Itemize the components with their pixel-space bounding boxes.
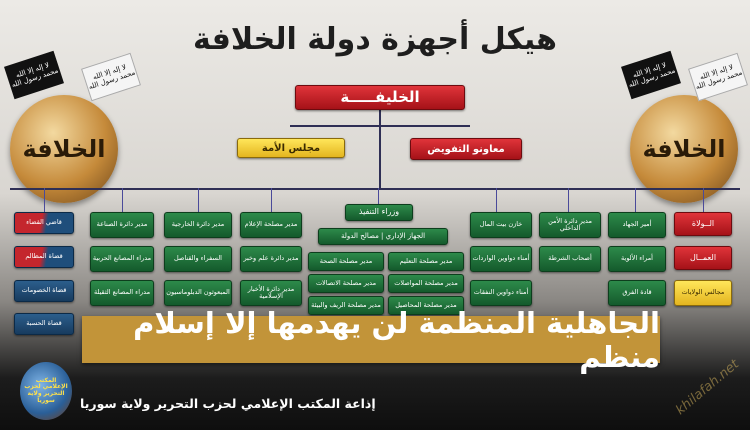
council-connector — [290, 125, 470, 127]
connector — [122, 188, 123, 212]
brigade-amirs-box: أمراء الألوية — [608, 246, 666, 272]
connector — [703, 188, 704, 212]
islamic-news-director-box: مدير دائرة الأخبار الإسلامية — [240, 280, 302, 306]
white-flag-right: لا إله إلا الله محمد رسول الله — [688, 52, 748, 102]
administrative-system-box: الجهاز الإداري | مصالح الدولة — [318, 228, 448, 245]
media-office-logo: المكتب الإعلامي لحزب التحرير ولاية سوريا — [20, 362, 72, 420]
industry-director-box: مدير دائرة الصناعة — [90, 212, 154, 238]
district-governors-box: العمــال — [674, 246, 732, 270]
military-factories-box: مدراء المصانع الحربية — [90, 246, 154, 272]
black-flag-right: لا إله إلا الله محمد رسول الله — [621, 50, 681, 100]
governors-box: الــولاة — [674, 212, 732, 236]
footer-caption: إذاعة المكتب الإعلامي لحزب التحرير ولاية… — [80, 396, 376, 411]
internal-security-box: مدير دائرة الأمن الداخلي — [539, 212, 601, 238]
page-title: هيكل أجهزة دولة الخلافة — [193, 22, 557, 57]
black-flag-left: لا إله إلا الله محمد رسول الله — [4, 50, 64, 100]
connector — [198, 188, 199, 212]
white-flag-left: لا إله إلا الله محمد رسول الله — [81, 52, 141, 102]
connector — [44, 188, 45, 212]
disputes-judges-box: قضاة الخصومات — [14, 280, 74, 302]
ummah-council-box: مجلس الأمة — [237, 138, 345, 158]
ambassadors-box: السفراء والقناصل — [164, 246, 232, 272]
mazalim-judges-box: قضاة المظالم — [14, 246, 74, 268]
diplomats-box: المبعوثون الدبلوماسيون — [164, 280, 232, 306]
division-leaders-box: قادة الفرق — [608, 280, 666, 306]
heavy-factories-box: مدراء المصانع الثقيلة — [90, 280, 154, 306]
media-director-box: مدير مصلحة الإعلام — [240, 212, 302, 238]
provincial-councils-box: مجالس الولايات — [674, 280, 732, 306]
caliph-connector — [379, 110, 381, 188]
connector — [271, 188, 272, 212]
crops-director-box: مدير مصلحة المحاصيل — [388, 296, 464, 315]
headline-banner: الجاهلية المنظمة لن يهدمها إلا إسلام منظ… — [82, 306, 660, 374]
connector — [496, 188, 497, 212]
caliph-box: الخليفـــــة — [295, 85, 465, 110]
connector — [378, 188, 379, 204]
education-director-box: مدير مصلحة التعليم — [388, 252, 464, 271]
transport-director-box: مدير مصلحة المواصلات — [388, 274, 464, 293]
executive-ministers-box: وزراء التنفيذ — [345, 204, 413, 221]
khilafah-globe-right: الخلافة — [630, 95, 738, 203]
connector — [568, 188, 569, 212]
watermark: khilafah.net — [672, 356, 742, 419]
jihad-amir-box: أمير الجهاد — [608, 212, 666, 238]
news-director-box: مدير دائرة علم وخبر — [240, 246, 302, 272]
chief-judge-box: قاضي القضاء — [14, 212, 74, 234]
communications-director-box: مدير مصلحة الاتصالات — [308, 274, 384, 293]
expense-offices-box: أمناء دواوين النفقات — [470, 280, 532, 306]
main-connector — [10, 188, 740, 190]
khilafah-globe-left: الخلافة — [10, 95, 118, 203]
rural-director-box: مدير مصلحة الريف والبيئة — [308, 296, 384, 315]
foreign-director-box: مدير دائرة الخارجية — [164, 212, 232, 238]
health-director-box: مدير مصلحة الصحة — [308, 252, 384, 271]
treasurer-box: خازن بيت المال — [470, 212, 532, 238]
hisba-judges-box: قضاة الحسبة — [14, 313, 74, 335]
delegated-assistants-box: معاونو التفويض — [410, 138, 522, 160]
revenue-offices-box: أمناء دواوين الواردات — [470, 246, 532, 272]
connector — [635, 188, 636, 212]
police-box: أصحاب الشرطة — [539, 246, 601, 272]
